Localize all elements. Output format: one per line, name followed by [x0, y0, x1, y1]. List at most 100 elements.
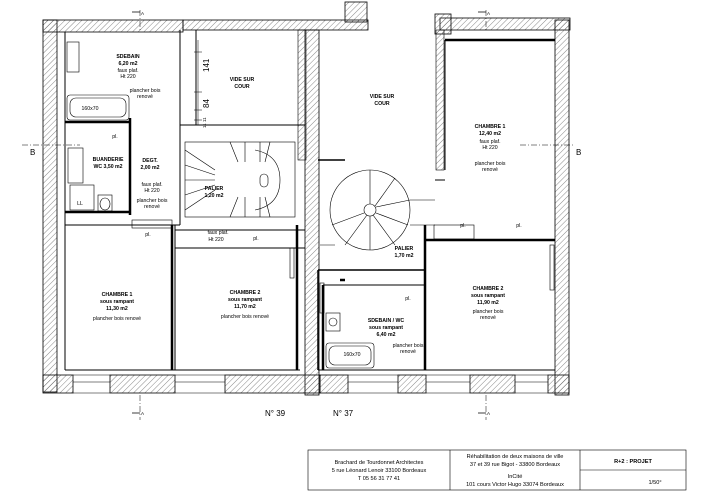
room-chambre-2-mid: CHAMBRE 2 sous rampant 11,70 m2 plancher… — [221, 290, 269, 320]
tb-client-1: InCité — [508, 474, 523, 480]
tb-scale: 1/50° — [648, 480, 661, 486]
svg-text:11,30 m2: 11,30 m2 — [106, 306, 128, 312]
street-number-37: N° 37 — [333, 409, 354, 418]
svg-text:LL: LL — [77, 201, 83, 207]
svg-text:COUR: COUR — [374, 101, 390, 107]
dim-11-b: 11 — [202, 123, 207, 128]
svg-text:PALIER: PALIER — [395, 246, 414, 252]
svg-text:plancher bois: plancher bois — [475, 161, 506, 167]
tb-project-1: Réhabilitation de deux maisons de ville — [467, 454, 564, 460]
svg-text:SDEBAIN: SDEBAIN — [116, 54, 140, 60]
svg-text:VIDE SUR: VIDE SUR — [370, 94, 395, 100]
svg-text:renové: renové — [480, 315, 496, 321]
section-mark-a3: A — [141, 411, 144, 416]
dimension-lines — [194, 40, 202, 125]
wc-left — [97, 194, 113, 212]
wall-bottom-5 — [397, 374, 427, 394]
section-lines — [22, 10, 575, 420]
svg-text:CHAMBRE 1: CHAMBRE 1 — [102, 292, 133, 298]
svg-text:1,70 m2: 1,70 m2 — [394, 253, 413, 259]
svg-text:plancher bois: plancher bois — [473, 309, 504, 315]
room-degt: DEGT. 2,00 m2 faux plaf. Ht 220 plancher… — [137, 158, 168, 210]
section-label-b-left: B — [30, 148, 35, 157]
svg-text:6,40 m2: 6,40 m2 — [376, 332, 395, 338]
wall-court-1 — [297, 29, 307, 161]
section-mark-a2: A — [487, 11, 490, 16]
room-vide-1: VIDE SUR COUR — [230, 77, 255, 90]
wall-top-right — [439, 17, 571, 31]
windows — [73, 374, 548, 394]
section-marks — [132, 11, 486, 414]
exterior-walls — [42, 1, 571, 396]
svg-text:faux plaf.: faux plaf. — [207, 230, 228, 236]
svg-text:WC 3,50 m2: WC 3,50 m2 — [93, 164, 122, 170]
wall-bottom-7 — [547, 374, 570, 394]
svg-text:pl.: pl. — [145, 232, 150, 238]
tb-project-2: 37 et 39 rue Bigot - 33800 Bordeaux — [470, 462, 560, 468]
stair-right — [320, 169, 435, 251]
room-chambre-1-right: CHAMBRE 1 12,40 m2 faux plaf. Ht 220 pla… — [460, 124, 521, 229]
svg-text:11,90 m2: 11,90 m2 — [477, 300, 499, 306]
svg-text:DEGT.: DEGT. — [142, 158, 158, 164]
tb-architect-1: Brachard de Tourdonnet Architectes — [335, 460, 424, 466]
svg-text:plancher bois: plancher bois — [393, 343, 424, 349]
svg-text:Ht 220: Ht 220 — [120, 74, 135, 80]
wall-chimney — [344, 1, 368, 23]
svg-text:sous rampant: sous rampant — [471, 293, 505, 299]
section-mark-a4: A — [487, 411, 490, 416]
stair-left — [184, 141, 296, 218]
svg-text:plancher bois renové: plancher bois renové — [221, 314, 269, 320]
room-palier-2: PALIER 1,70 m2 — [394, 246, 413, 259]
room-sdb-wc: SDEBAIN / WC sous rampant 6,40 m2 160x70… — [343, 296, 423, 358]
svg-text:COUR: COUR — [234, 84, 250, 90]
svg-text:renové: renové — [144, 204, 160, 210]
svg-text:pl.: pl. — [460, 223, 465, 229]
svg-text:PALIER: PALIER — [205, 186, 224, 192]
wall-right-outer — [554, 19, 570, 396]
interior-walls — [64, 30, 555, 371]
svg-text:CHAMBRE 1: CHAMBRE 1 — [475, 124, 506, 130]
bathtub-mid — [325, 342, 375, 369]
svg-text:sous rampant: sous rampant — [100, 299, 134, 305]
wall-bottom-6 — [469, 374, 516, 394]
sink-mid — [325, 312, 341, 332]
radiator-1 — [289, 247, 295, 279]
svg-text:BUANDERIE: BUANDERIE — [93, 157, 124, 163]
svg-text:plancher bois: plancher bois — [130, 88, 161, 94]
svg-text:plancher bois renové: plancher bois renové — [93, 316, 141, 322]
svg-text:160x70: 160x70 — [81, 106, 98, 112]
closet-1 — [131, 219, 173, 229]
svg-text:pl.: pl. — [253, 236, 258, 242]
dim-84: 84 — [202, 99, 211, 108]
washer — [69, 184, 95, 211]
svg-text:renové: renové — [137, 94, 153, 100]
svg-text:1,20 m2: 1,20 m2 — [204, 193, 223, 199]
room-chambre-2-right: CHAMBRE 2 sous rampant 11,90 m2 plancher… — [471, 286, 505, 321]
room-chambre-1-left: CHAMBRE 1 sous rampant 11,30 m2 plancher… — [93, 292, 141, 322]
dim-141: 141 — [202, 58, 211, 72]
wall-bottom-2 — [109, 374, 176, 394]
bathtub-top — [66, 94, 130, 121]
title-block — [307, 449, 687, 491]
svg-text:6,20 m2: 6,20 m2 — [118, 61, 137, 67]
radiator-3 — [319, 282, 325, 314]
svg-text:sous rampant: sous rampant — [228, 297, 262, 303]
svg-text:pl.: pl. — [516, 223, 521, 229]
svg-text:renové: renové — [482, 167, 498, 173]
svg-text:sous rampant: sous rampant — [369, 325, 403, 331]
svg-text:CHAMBRE 2: CHAMBRE 2 — [230, 290, 261, 296]
wall-top-mid — [182, 19, 369, 31]
section-label-b-right: B — [576, 148, 581, 157]
svg-text:Ht 220: Ht 220 — [482, 145, 497, 151]
wall-bottom-left — [42, 374, 74, 394]
svg-text:VIDE SUR: VIDE SUR — [230, 77, 255, 83]
svg-text:160x70: 160x70 — [343, 352, 360, 358]
svg-text:faux plaf.: faux plaf. — [117, 68, 138, 74]
svg-text:11,70 m2: 11,70 m2 — [234, 304, 256, 310]
svg-text:pl.: pl. — [112, 134, 117, 140]
svg-text:plancher bois: plancher bois — [137, 198, 168, 204]
wall-top-left — [42, 19, 184, 33]
tb-client-2: 101 cours Victor Hugo 33074 Bordeaux — [466, 482, 564, 488]
svg-text:12,40 m2: 12,40 m2 — [479, 131, 501, 137]
